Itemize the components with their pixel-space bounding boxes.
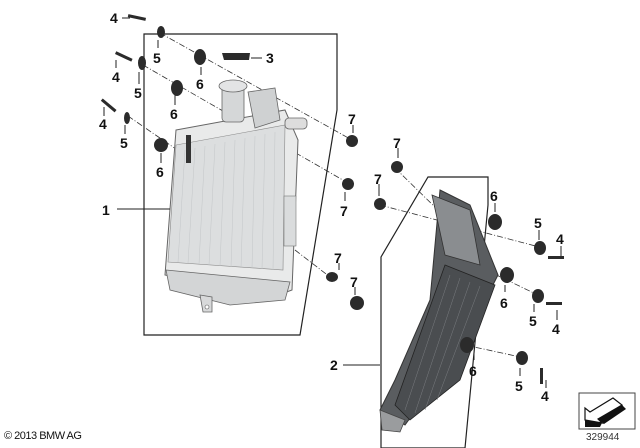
callout-1: 1 [102,202,110,218]
screw-icon [540,368,543,384]
screw-icon [100,98,117,113]
oil-cooler-group-outline [380,176,489,448]
grommet-icon [460,337,474,353]
callout-6: 6 [156,164,164,180]
callout-5: 5 [134,85,142,101]
callout-7: 7 [348,111,356,127]
callout-6: 6 [196,76,204,92]
radiator-group-outline [143,33,338,336]
callout-7: 7 [350,274,358,290]
grommet-icon [171,80,183,96]
nut-icon [374,198,386,210]
leader-lines [103,17,562,388]
orientation-arrow-icon [578,392,636,430]
callout-3: 3 [266,50,274,66]
callout-6: 6 [469,363,477,379]
cap-icon [222,53,250,60]
callout-6: 6 [170,106,178,122]
radiator-illustration [164,79,308,313]
callout-4: 4 [552,321,560,337]
washer-icon [124,112,130,124]
callout-5: 5 [529,313,537,329]
callout-7: 7 [374,171,382,187]
grommet-icon [488,214,502,230]
callout-2: 2 [330,357,338,373]
callout-4: 4 [541,388,549,404]
callout-labels: 4 5 4 5 4 5 6 6 6 3 1 7 7 7 7 7 7 6 5 4 … [99,10,564,404]
callout-4: 4 [112,69,120,85]
washer-icon [157,26,165,38]
nut-icon [326,272,338,282]
callout-5: 5 [120,135,128,151]
screw-icon [546,302,562,305]
nut-icon [346,135,358,147]
washer-icon [516,351,528,365]
screw-icon [114,51,133,62]
copyright-text: © 2013 BMW AG [4,430,82,442]
callout-4: 4 [556,231,564,247]
fasteners [100,14,564,384]
callout-7: 7 [393,135,401,151]
screw-icon [127,14,147,21]
callout-6: 6 [490,188,498,204]
nut-icon [391,161,403,173]
grommet-icon [500,267,514,283]
washer-icon [532,289,544,303]
grommet-icon [154,138,168,152]
callout-7: 7 [334,250,342,266]
callout-5: 5 [515,378,523,394]
washer-icon [138,56,146,70]
callout-6: 6 [500,295,508,311]
callout-4: 4 [110,10,118,26]
nut-icon [350,296,364,310]
callout-5: 5 [534,215,542,231]
callout-5: 5 [153,50,161,66]
callout-4: 4 [99,116,107,132]
screw-icon [548,256,564,259]
nut-icon [342,178,354,190]
callout-7: 7 [340,203,348,219]
washer-icon [534,241,546,255]
grommet-icon [194,49,206,65]
diagram-number: 329944 [586,432,620,443]
oil-cooler-illustration [379,189,499,433]
